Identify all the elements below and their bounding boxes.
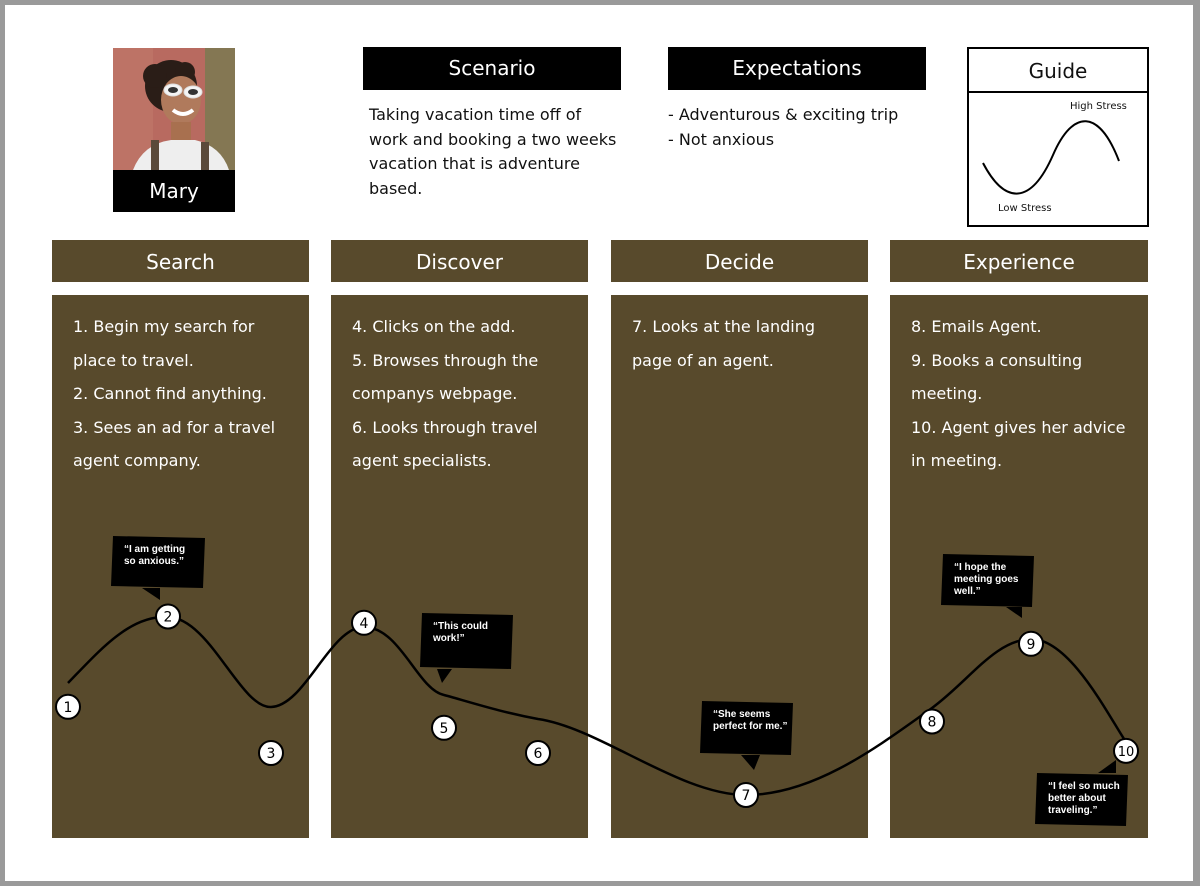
expectations-list: - Adventurous & exciting trip - Not anxi… [668, 103, 938, 152]
quote-text: work!” [432, 633, 465, 644]
journey-step-marker: 5 [431, 714, 457, 741]
quote-text: “She seems [713, 709, 771, 720]
quote-text: traveling.” [1048, 805, 1097, 816]
quote-text: well.” [953, 586, 981, 597]
marker-circle [733, 782, 759, 808]
quote-text: better about [1048, 793, 1106, 804]
stage-heading-discover: Discover [331, 240, 588, 282]
stage-heading-decide: Decide [611, 240, 868, 282]
marker-label: 2 [164, 610, 173, 626]
marker-label: 9 [1027, 637, 1036, 653]
journey-step-marker: 9 [1018, 630, 1044, 657]
marker-label: 4 [360, 616, 369, 632]
persona-name: Mary [113, 170, 235, 212]
stress-guide: Guide High Stress Low Stress [967, 47, 1149, 227]
journey-step-marker: 2 [155, 603, 181, 630]
expectation-item: - Not anxious [668, 129, 775, 149]
guide-wave-icon [982, 120, 1120, 195]
journey-step-marker: 8 [919, 708, 945, 735]
journey-step-marker: 3 [258, 740, 284, 766]
journey-step-marker: 10 [1113, 737, 1139, 764]
marker-label: 7 [742, 788, 751, 804]
step-text: 9. Books a consulting meeting. [911, 350, 1083, 404]
marker-circle [1018, 630, 1044, 657]
quote-bubble-tail [437, 669, 452, 683]
quote-bubble-tail [142, 588, 160, 600]
expectations-heading: Expectations [668, 47, 926, 90]
quote-text: perfect for me.” [713, 721, 787, 732]
scenario-heading: Scenario [363, 47, 621, 90]
stage-heading-search: Search [52, 240, 309, 282]
marker-label: 1 [64, 700, 73, 716]
guide-low-label: Low Stress [998, 203, 1052, 214]
quote-bubble-tail [741, 755, 760, 770]
marker-label: 5 [440, 721, 449, 737]
marker-label: 6 [534, 746, 543, 762]
marker-circle [55, 693, 81, 720]
expectation-item: - Adventurous & exciting trip [668, 105, 899, 124]
guide-heading: Guide [969, 49, 1147, 93]
marker-circle [155, 603, 181, 630]
persona-portrait-image [113, 48, 235, 170]
quote-bubble-body [1035, 773, 1128, 826]
step-text: 10. Agent gives her advice in meeting. [911, 417, 1126, 471]
stage-steps: 8. Emails Agent. 9. Books a consulting m… [890, 295, 1148, 478]
step-text: 8. Emails Agent. [911, 317, 1042, 336]
quote-bubble-tail [1098, 760, 1116, 773]
journey-step-marker: 7 [733, 782, 759, 808]
quote-text: meeting goes [954, 574, 1019, 585]
stage-heading-experience: Experience [890, 240, 1148, 282]
marker-circle [431, 714, 457, 741]
persona-photo [113, 48, 235, 170]
quote-text: “I hope the [954, 562, 1007, 573]
marker-circle [351, 609, 377, 636]
quote-bubble-body [111, 536, 205, 588]
marker-circle [1113, 737, 1139, 764]
step-text: 3. Sees an ad for a travel agent company… [73, 417, 276, 471]
stage-steps: 1. Begin my search for place to travel. … [52, 295, 309, 478]
quote-bubble-body [420, 613, 513, 669]
scenario-text: Taking vacation time off of work and boo… [369, 105, 617, 198]
step-text: 6. Looks through travel agent specialist… [352, 417, 538, 471]
quote-text: “This could [433, 621, 488, 632]
quote-text: so anxious.” [124, 556, 184, 567]
quote-text: “I feel so much [1048, 781, 1120, 792]
journey-line [67, 615, 1128, 797]
step-text: 7. Looks at the landing page of an agent… [632, 317, 816, 370]
quote-bubble-body [941, 554, 1034, 607]
step-text: 2. Cannot find anything. [73, 384, 267, 403]
marker-label: 8 [928, 715, 937, 731]
guide-high-label: High Stress [1070, 101, 1127, 112]
step-text: 4. Clicks on the add. [352, 317, 516, 336]
journey-step-marker: 6 [525, 740, 551, 766]
marker-circle [258, 740, 284, 766]
stage-steps: 4. Clicks on the add. 5. Browses through… [331, 295, 588, 478]
journey-step-marker: 4 [351, 609, 377, 636]
quote-text: “I am getting [124, 544, 185, 555]
marker-label: 10 [1118, 745, 1135, 760]
marker-circle [919, 708, 945, 735]
quote-bubble-body [700, 701, 793, 755]
stage-steps: 7. Looks at the landing page of an agent… [611, 295, 868, 377]
journey-step-marker: 1 [55, 693, 81, 720]
marker-circle [525, 740, 551, 766]
marker-label: 3 [267, 746, 276, 762]
quote-bubble-tail [1006, 607, 1022, 618]
step-text: 5. Browses through the companys webpage. [352, 350, 539, 404]
step-text: 1. Begin my search for place to travel. [73, 317, 255, 370]
